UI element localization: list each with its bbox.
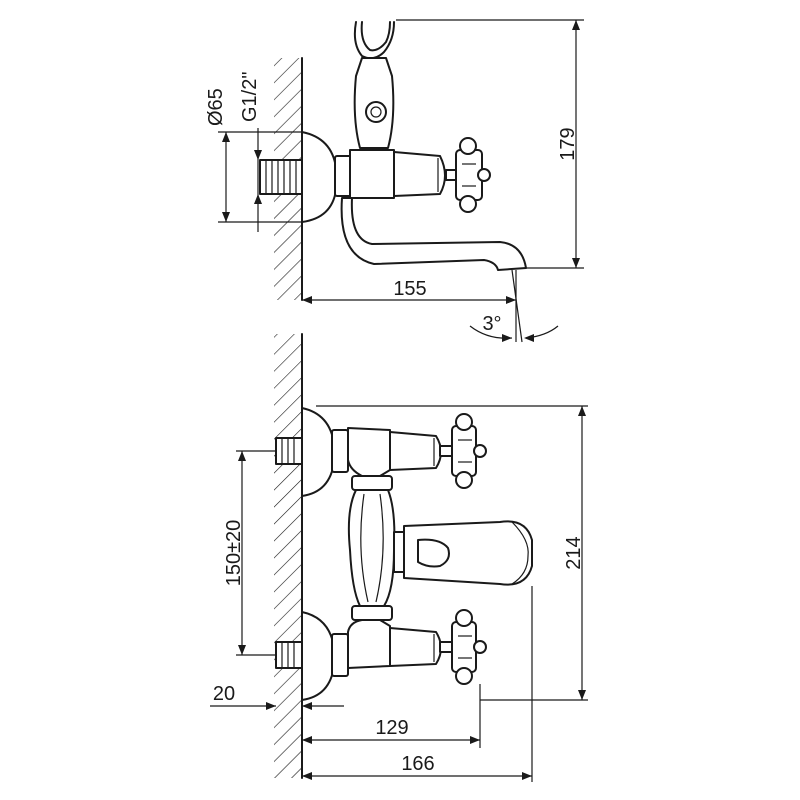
union-nut-top: [334, 155, 352, 197]
dim-projection-top: [302, 269, 523, 343]
threaded-inlet-lower: [275, 641, 305, 669]
valve-bonnet-lower: [389, 627, 442, 667]
valve-body-upper: [347, 427, 391, 477]
valve-body-lower: [347, 619, 391, 669]
label-offset: 20: [213, 683, 235, 705]
label-angle: 3°: [482, 313, 501, 335]
wall-flange-top: [301, 131, 337, 223]
valve-body-top: [349, 149, 395, 199]
label-height-top: 179: [557, 127, 579, 160]
label-height-front: 214: [563, 536, 585, 569]
label-thread: G1/2": [239, 72, 261, 122]
threaded-inlet-top: [259, 159, 303, 195]
label-projection-top: 155: [393, 278, 426, 300]
dim-height-top: [396, 19, 584, 269]
dim-thread: [254, 128, 262, 232]
valve-bonnet-top: [393, 151, 446, 197]
threaded-inlet-upper: [275, 437, 305, 465]
dim-offset: [210, 702, 344, 710]
cross-handle-top: [445, 137, 491, 213]
union-nut-upper: [331, 429, 349, 473]
wall-hatch-bottom: [274, 334, 302, 778]
label-centers: 150±20: [223, 520, 245, 587]
dim-diameter: [218, 131, 302, 223]
wall-flange-lower: [301, 611, 335, 701]
valve-bonnet-upper: [389, 431, 442, 471]
side-view: Ø65 G1/2" 179 155: [205, 19, 584, 343]
cross-handle-lower: [439, 609, 487, 685]
shower-holder: [353, 21, 395, 149]
bath-spout-front: [393, 520, 533, 586]
cross-handle-upper: [439, 413, 487, 489]
label-total-projection: 166: [401, 753, 434, 775]
dim-angle: [469, 325, 559, 342]
front-view: 150±20 214 20 129: [210, 333, 588, 782]
dim-spout-projection: [302, 684, 481, 748]
bath-spout: [340, 197, 527, 271]
union-nut-lower: [331, 633, 349, 677]
label-diameter: Ø65: [205, 88, 227, 126]
dim-height-front: [316, 405, 588, 701]
dim-total-projection: [302, 586, 533, 782]
wall-flange-upper: [301, 407, 335, 497]
central-column: [347, 475, 396, 621]
dim-centers: [236, 450, 276, 656]
label-spout-projection: 129: [375, 717, 408, 739]
